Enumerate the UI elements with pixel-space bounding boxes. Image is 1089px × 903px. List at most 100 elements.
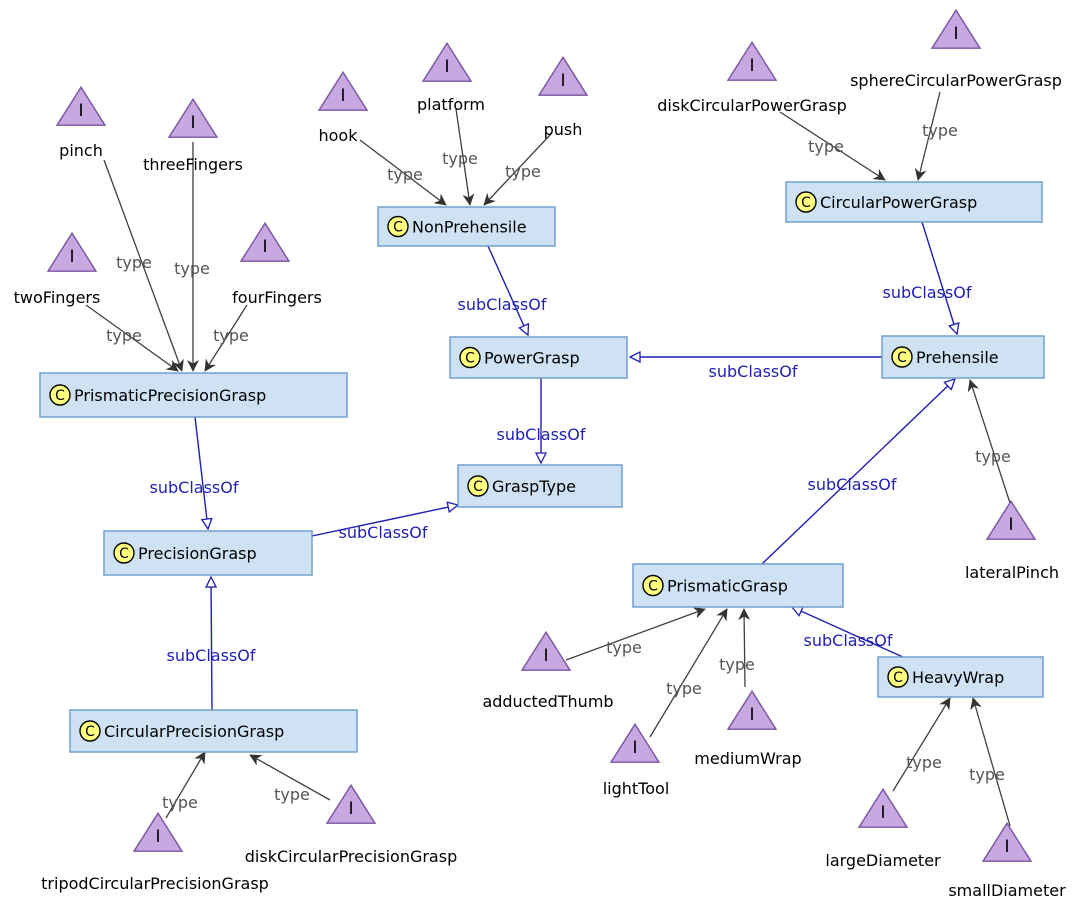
instance-node-mediumWrap[interactable]: I	[726, 689, 778, 730]
class-label: HeavyWrap	[912, 668, 1004, 687]
class-badge-letter: C	[897, 350, 907, 366]
instance-triangle-icon	[520, 630, 572, 671]
instance-node-hook[interactable]: I	[317, 70, 369, 111]
subclass-edge-PrismaticPrecisionGrasp-to-PrecisionGrasp	[194, 416, 208, 529]
type-edge-label-largeDiameter: type	[906, 753, 942, 772]
type-edge-label-threeFingers: type	[174, 259, 210, 278]
class-badge-icon: C	[79, 720, 101, 742]
instance-label: lateralPinch	[965, 563, 1059, 582]
class-node-PrismaticGrasp[interactable]: C PrismaticGrasp	[632, 563, 844, 608]
type-edge-pinch-to-PrismaticPrecisionGrasp	[103, 159, 182, 371]
class-badge-letter: C	[473, 479, 483, 495]
type-edge-label-mediumWrap: type	[719, 655, 755, 674]
subclass-edge-label-Prehensile: subClassOf	[709, 362, 798, 381]
instance-node-threeFingers[interactable]: I	[167, 97, 219, 138]
instance-label: hook	[319, 126, 359, 145]
type-edge-label-lateralPinch: type	[975, 447, 1011, 466]
instance-marker-letter: I	[190, 113, 195, 133]
instance-node-twoFingers[interactable]: I	[46, 231, 98, 272]
type-edge-adductedThumb-to-PrismaticGrasp	[565, 609, 705, 661]
class-badge-icon: C	[642, 574, 664, 597]
class-label: PrecisionGrasp	[138, 544, 257, 563]
type-edge-tripodCircularPrecisionGrasp-to-CircularPrecisionGrasp	[165, 752, 206, 819]
type-edge-label-smallDiameter: type	[969, 765, 1005, 784]
instance-label: sphereCircularPowerGrasp	[850, 71, 1062, 90]
instance-marker-letter: I	[340, 86, 345, 106]
instance-triangle-icon	[985, 499, 1037, 540]
instance-node-lateralPinch[interactable]: I	[985, 499, 1037, 540]
instance-node-lightTool[interactable]: I	[609, 722, 661, 763]
instance-node-smallDiameter[interactable]: I	[981, 821, 1033, 862]
instance-node-push[interactable]: I	[537, 55, 589, 96]
type-edge-label-diskCircularPrecisionGrasp: type	[274, 785, 310, 804]
instance-node-tripodCircularPrecisionGrasp[interactable]: I	[132, 811, 184, 852]
type-edge-diskCircularPowerGrasp-to-CircularPowerGrasp	[779, 111, 885, 181]
instance-marker-letter: I	[69, 247, 74, 267]
class-box	[632, 563, 844, 608]
instance-label: fourFingers	[232, 288, 322, 307]
class-badge-letter: C	[55, 388, 65, 404]
instance-triangle-icon	[132, 811, 184, 852]
instance-marker-letter: I	[262, 237, 267, 257]
instance-node-adductedThumb[interactable]: I	[520, 630, 572, 671]
class-badge-letter: C	[119, 546, 129, 562]
instance-triangle-icon	[726, 689, 778, 730]
class-label: PowerGrasp	[484, 349, 580, 368]
class-badge-icon: C	[887, 666, 909, 688]
instance-triangle-icon	[609, 722, 661, 763]
class-badge-icon: C	[795, 191, 817, 213]
instance-marker-letter: I	[543, 646, 548, 666]
instance-label: diskCircularPrecisionGrasp	[245, 847, 457, 866]
instance-label: twoFingers	[14, 288, 101, 307]
instance-triangle-icon	[421, 41, 473, 82]
instance-triangle-icon	[317, 70, 369, 111]
instance-label: smallDiameter	[948, 881, 1066, 900]
subclass-edge-label-CircularPrecisionGrasp: subClassOf	[167, 646, 256, 665]
instance-node-sphereCircularPowerGrasp[interactable]: I	[930, 8, 982, 49]
class-node-PowerGrasp[interactable]: C PowerGrasp	[449, 336, 628, 379]
instance-label: threeFingers	[143, 155, 243, 174]
subclass-edge-label-PrismaticPrecisionGrasp: subClassOf	[150, 478, 239, 497]
class-badge-letter: C	[85, 724, 95, 740]
instance-marker-letter: I	[1004, 837, 1009, 857]
instance-triangle-icon	[981, 821, 1033, 862]
type-edge-label-tripodCircularPrecisionGrasp: type	[162, 793, 198, 812]
type-edge-label-platform: type	[442, 149, 478, 168]
instance-triangle-icon	[537, 55, 589, 96]
instance-marker-letter: I	[880, 803, 885, 823]
type-edge-label-fourFingers: type	[213, 326, 249, 345]
class-badge-letter: C	[465, 351, 475, 367]
instance-marker-letter: I	[155, 827, 160, 847]
instance-node-largeDiameter[interactable]: I	[857, 787, 909, 828]
class-badge-letter: C	[648, 579, 658, 595]
type-edge-label-push: type	[505, 162, 541, 181]
subclass-edge-label-PrecisionGrasp: subClassOf	[339, 523, 428, 542]
instance-triangle-icon	[239, 221, 291, 262]
instance-label: adductedThumb	[482, 692, 613, 711]
instance-node-fourFingers[interactable]: I	[239, 221, 291, 262]
type-edge-fourFingers-to-PrismaticPrecisionGrasp	[204, 304, 248, 371]
class-label: PrismaticGrasp	[667, 577, 788, 596]
instance-label: pinch	[59, 141, 103, 160]
instance-node-diskCircularPrecisionGrasp[interactable]: I	[325, 783, 377, 824]
instance-marker-letter: I	[953, 24, 958, 44]
type-edge-push-to-NonPrehensile	[484, 133, 552, 205]
subclass-edge-label-CircularPowerGrasp: subClassOf	[883, 283, 972, 302]
type-edge-diskCircularPrecisionGrasp-to-CircularPrecisionGrasp	[250, 754, 331, 801]
class-node-PrecisionGrasp[interactable]: C PrecisionGrasp	[103, 530, 313, 576]
type-edge-lightTool-to-PrismaticGrasp	[649, 609, 728, 738]
instance-triangle-icon	[857, 787, 909, 828]
subclass-edge-HeavyWrap-to-PrismaticGrasp	[792, 607, 906, 659]
class-badge-letter: C	[801, 195, 811, 211]
class-badge-icon: C	[387, 215, 409, 238]
instance-node-diskCircularPowerGrasp[interactable]: I	[726, 40, 778, 81]
instance-node-pinch[interactable]: I	[55, 85, 107, 126]
instance-node-platform[interactable]: I	[421, 41, 473, 82]
